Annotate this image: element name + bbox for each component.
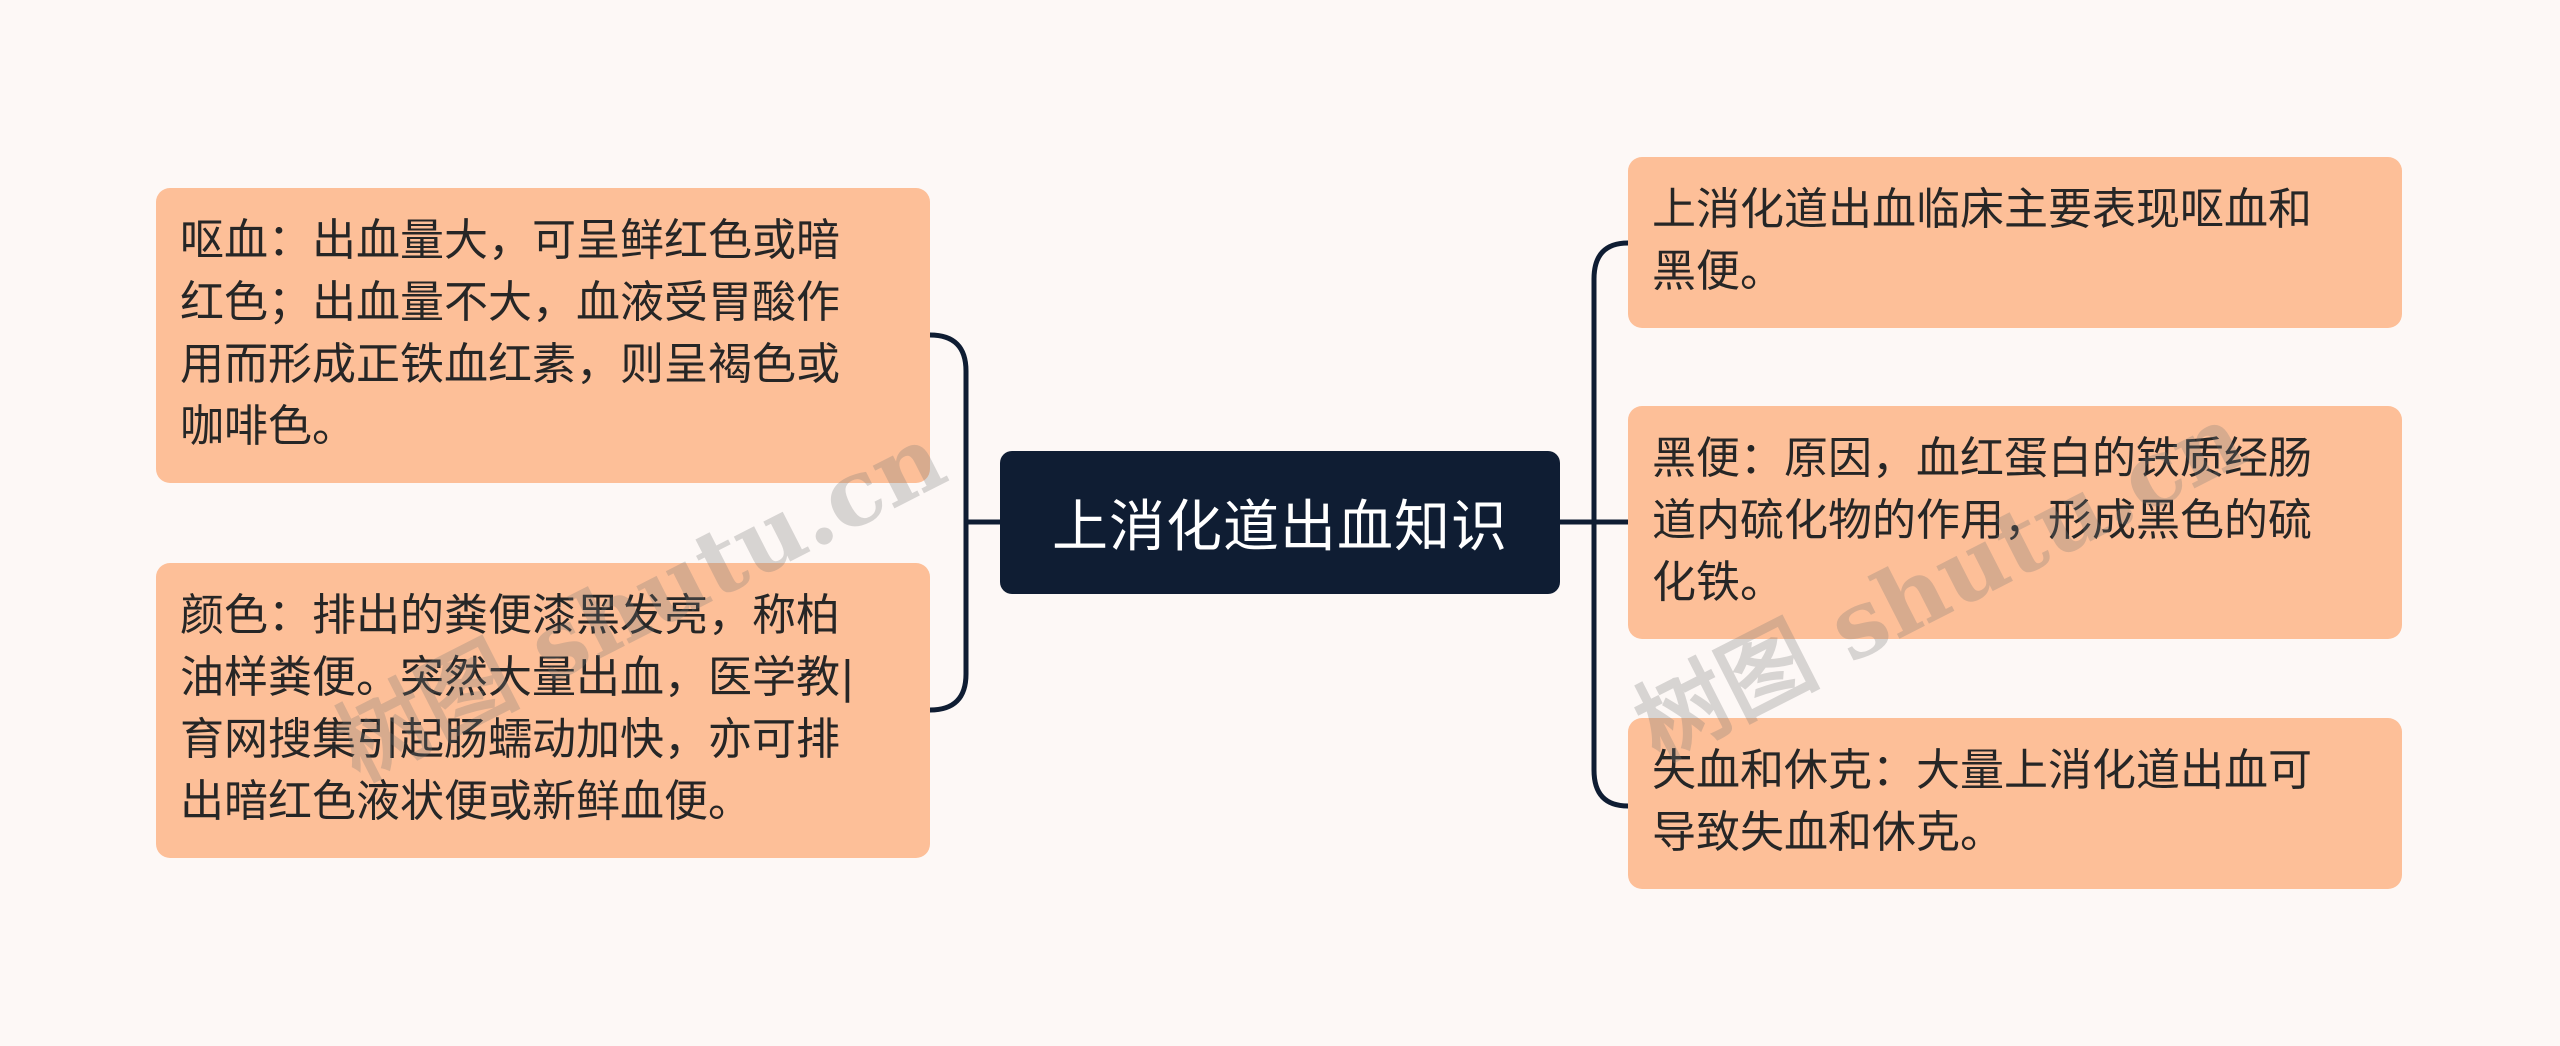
- connector-left-trunk: [927, 332, 969, 713]
- root-topic[interactable]: 上消化道出血知识: [1000, 451, 1560, 594]
- right-node-black-stool[interactable]: 黑便：原因，血红蛋白的铁质经肠 道内硫化物的作用，形成黑色的硫 化铁。: [1628, 406, 2402, 639]
- right-node-blood-loss-shock[interactable]: 失血和休克：大量上消化道出血可 导致失血和休克。: [1628, 718, 2402, 889]
- left-node-stool-color[interactable]: 颜色：排出的粪便漆黑发亮，称柏 油样粪便。突然大量出血，医学教| 育网搜集引起肠…: [156, 563, 930, 858]
- left-node-vomiting-blood[interactable]: 呕血：出血量大，可呈鲜红色或暗 红色；出血量不大，血液受胃酸作 用而形成正铁血红…: [156, 188, 930, 483]
- right-node-main-symptoms[interactable]: 上消化道出血临床主要表现呕血和 黑便。: [1628, 157, 2402, 328]
